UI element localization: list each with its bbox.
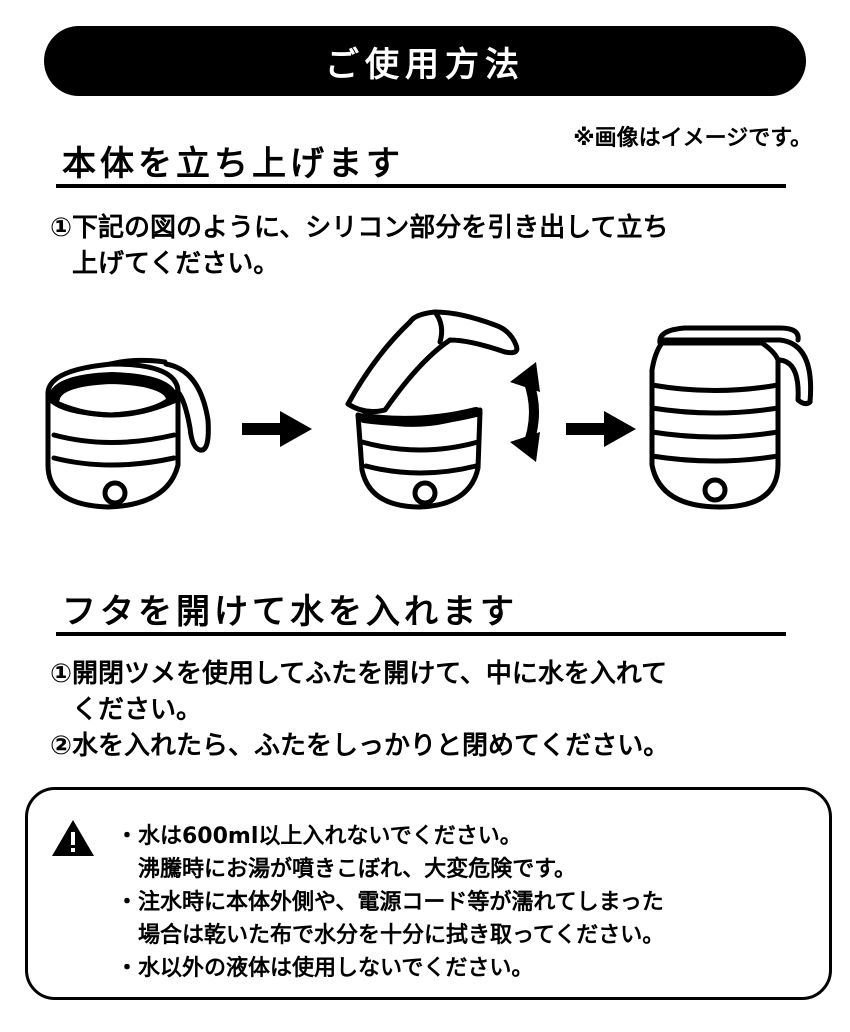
- unfold-step-1: ①下記の図のように、シリコン部分を引き出して立ち 上げてください。: [50, 213, 669, 279]
- image-note: ※画像はイメージです。: [573, 126, 812, 151]
- warning-item: ・注水時に本体外側や、電源コード等が濡れてしまった 場合は乾いた布で水分を十分に…: [116, 890, 665, 948]
- unfolded-kettle-icon: [649, 325, 814, 510]
- unfold-illustration: [45, 309, 814, 510]
- expand-arrow-icon: [510, 362, 540, 462]
- section-divider-unfold: [56, 184, 786, 188]
- warning-list: ・水は600ml以上入れないでください。 沸騰時にお湯が噴きこぼれ、大変危険です…: [116, 820, 664, 985]
- section-heading-unfold: 本体を立ち上げます: [62, 144, 404, 184]
- section-heading-fill-water: フタを開けて水を入れます: [62, 592, 518, 632]
- warning-item: ・水は600ml以上入れないでください。 沸騰時にお湯が噴きこぼれ、大変危険です…: [116, 824, 577, 882]
- section-divider-fill-water: [56, 632, 786, 636]
- title-banner: ご使用方法: [44, 26, 806, 96]
- folded-kettle-icon: [45, 357, 211, 510]
- arrow-right-icon: [566, 411, 636, 447]
- arrow-right-icon: [242, 411, 312, 447]
- fill-water-steps: ①開閉ツメを使用してふたを開けて、中に水を入れて ください。 ②水を入れたら、ふ…: [50, 656, 669, 764]
- fill-water-step-1: ①開閉ツメを使用してふたを開けて、中に水を入れて ください。: [50, 659, 668, 725]
- unfolding-kettle-icon: [345, 309, 520, 510]
- warning-item: ・水以外の液体は使用しないでください。: [116, 956, 534, 981]
- warning-icon: [52, 820, 94, 856]
- page-title: ご使用方法: [325, 44, 525, 85]
- warning-box: ・水は600ml以上入れないでください。 沸騰時にお湯が噴きこぼれ、大変危険です…: [25, 787, 832, 1000]
- unfold-steps: ①下記の図のように、シリコン部分を引き出して立ち 上げてください。: [50, 210, 668, 282]
- fill-water-step-2: ②水を入れたら、ふたをしっかりと閉めてください。: [50, 731, 670, 761]
